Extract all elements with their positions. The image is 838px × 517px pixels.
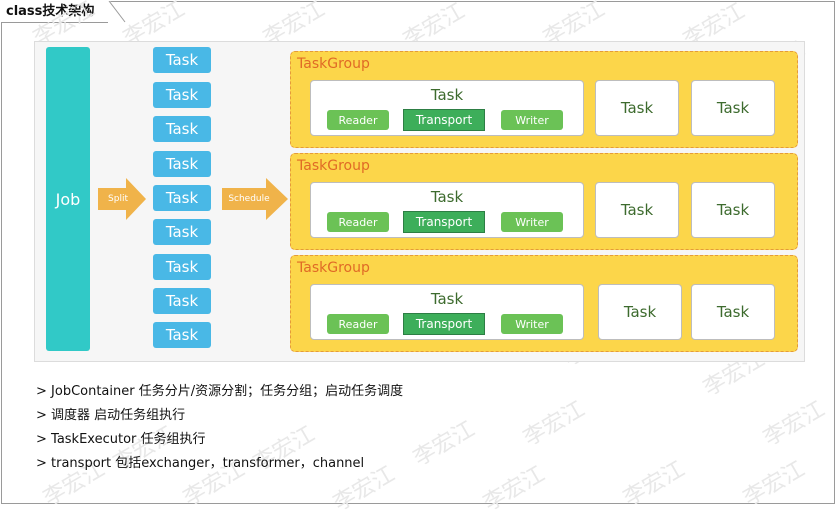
side-task: Task: [691, 182, 775, 238]
job-block: Job: [46, 47, 90, 351]
schedule-arrow-icon: [222, 178, 288, 220]
split-task: Task: [153, 254, 211, 280]
title-tab-corner: [108, 1, 126, 23]
task-group-main-task: Task Reader Transport Writer: [310, 284, 584, 340]
split-task: Task: [153, 82, 211, 108]
schedule-label: Schedule: [228, 194, 270, 204]
note-item: > 调度器 启动任务组执行: [36, 408, 186, 423]
task-group-label: TaskGroup: [297, 56, 370, 72]
note-item: > transport 包括exchanger，transformer，chan…: [36, 456, 365, 471]
main-task-label: Task: [430, 86, 464, 104]
split-task: Task: [153, 185, 211, 211]
side-task: Task: [598, 284, 682, 340]
note-item: > JobContainer 任务分片/资源分割；任务分组；启动任务调度: [36, 384, 404, 399]
task-group-main-task: Task Reader Transport Writer: [310, 182, 584, 238]
reader-block: Reader: [327, 314, 389, 334]
task-group: TaskGroup Task Reader Transport Writer T…: [290, 153, 798, 250]
writer-block: Writer: [501, 212, 563, 232]
side-task: Task: [595, 182, 679, 238]
task-group-main-task: Task Reader Transport Writer: [310, 80, 584, 136]
reader-block: Reader: [327, 110, 389, 130]
main-task-label: Task: [430, 188, 464, 206]
side-task: Task: [691, 80, 775, 136]
task-group: TaskGroup Task Reader Transport Writer T…: [290, 255, 798, 352]
task-group-label: TaskGroup: [297, 260, 370, 276]
writer-block: Writer: [501, 110, 563, 130]
transport-block: Transport: [403, 313, 485, 335]
transport-block: Transport: [403, 109, 485, 131]
task-group: TaskGroup Task Reader Transport Writer T…: [290, 51, 798, 148]
writer-block: Writer: [501, 314, 563, 334]
split-task: Task: [153, 151, 211, 177]
split-task: Task: [153, 288, 211, 314]
notes-list: > JobContainer 任务分片/资源分割；任务分组；启动任务调度 > 调…: [36, 380, 796, 476]
slide-title: class技术架构: [1, 1, 110, 23]
split-arrow-icon: [98, 178, 146, 220]
reader-block: Reader: [327, 212, 389, 232]
split-task: Task: [153, 219, 211, 245]
main-task-label: Task: [430, 290, 464, 308]
side-task: Task: [691, 284, 775, 340]
split-task: Task: [153, 47, 211, 73]
split-label: Split: [108, 194, 128, 204]
task-group-label: TaskGroup: [297, 158, 370, 174]
job-label: Job: [55, 189, 81, 209]
note-item: > TaskExecutor 任务组执行: [36, 432, 206, 447]
side-task: Task: [595, 80, 679, 136]
split-task: Task: [153, 322, 211, 348]
split-task: Task: [153, 116, 211, 142]
transport-block: Transport: [403, 211, 485, 233]
